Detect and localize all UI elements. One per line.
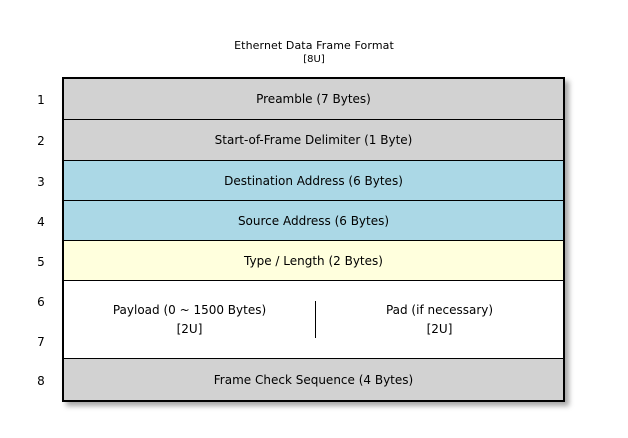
row-index-8: 8: [37, 374, 45, 388]
frame-field-label: Type / Length (2 Bytes): [244, 253, 383, 268]
frame-field-label: Preamble (7 Bytes): [256, 92, 371, 106]
frame-field-frame-check-sequence: Frame Check Sequence (4 Bytes): [64, 359, 563, 400]
frame-field-destination-address: Destination Address (6 Bytes): [64, 161, 563, 201]
frame-field-payload-pad: Payload (0 ~ 1500 Bytes) [2U] Pad (if ne…: [64, 281, 563, 359]
frame-field-type-length: Type / Length (2 Bytes): [64, 241, 563, 281]
frame-field-sublabel: [2U]: [426, 321, 453, 336]
row-index-2: 2: [37, 134, 45, 148]
row-index-1: 1: [37, 93, 45, 107]
diagram-title-block: Ethernet Data Frame Format [8U]: [0, 39, 628, 65]
frame-field-preamble: Preamble (7 Bytes): [64, 79, 563, 120]
row-index-3: 3: [37, 175, 45, 189]
frame-field-label: Start-of-Frame Delimiter (1 Byte): [214, 133, 413, 147]
frame-field-pad: Pad (if necessary) [2U]: [316, 301, 563, 338]
frame-field-sublabel: [2U]: [176, 321, 203, 336]
frame-field-source-address: Source Address (6 Bytes): [64, 201, 563, 241]
frame-field-label: Pad (if necessary): [385, 302, 494, 317]
row-index-5: 5: [37, 255, 45, 269]
row-index-4: 4: [37, 215, 45, 229]
frame-field-start-of-frame-delimiter: Start-of-Frame Delimiter (1 Byte): [64, 120, 563, 161]
frame-format-table: Preamble (7 Bytes) Start-of-Frame Delimi…: [62, 77, 565, 402]
frame-field-payload: Payload (0 ~ 1500 Bytes) [2U]: [64, 300, 316, 339]
frame-field-label: Destination Address (6 Bytes): [224, 173, 403, 188]
row-index-6: 6: [37, 295, 45, 309]
page-subtitle: [8U]: [303, 53, 325, 65]
frame-field-label: Source Address (6 Bytes): [237, 213, 390, 228]
frame-field-label: Payload (0 ~ 1500 Bytes): [112, 302, 267, 317]
page-title: Ethernet Data Frame Format: [234, 39, 394, 52]
row-index-7: 7: [37, 335, 45, 349]
frame-field-label: Frame Check Sequence (4 Bytes): [213, 372, 414, 387]
